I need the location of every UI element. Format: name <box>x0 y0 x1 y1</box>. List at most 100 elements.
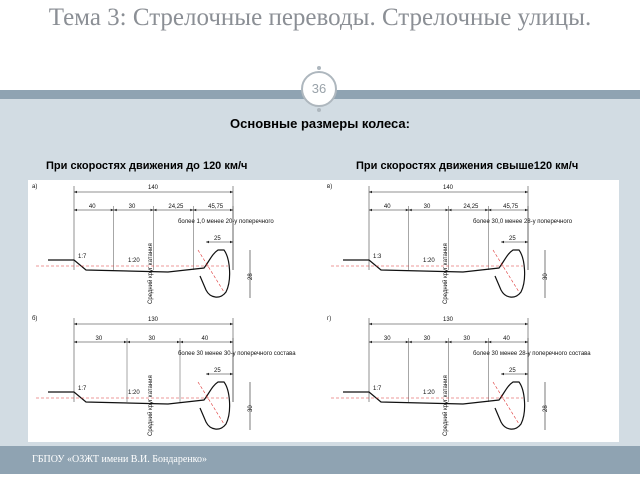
dimension-arrow <box>74 340 77 344</box>
dimension-arrow <box>405 340 409 344</box>
flange-width-dim: 25 <box>509 368 516 374</box>
dimension-segment: 30 <box>424 336 431 342</box>
dimension-arrow <box>501 372 504 376</box>
dimension-arrow <box>485 208 489 212</box>
dimension-arrow <box>448 340 452 344</box>
dimension-arrow <box>408 340 412 344</box>
dimension-segment: 30 <box>384 336 391 342</box>
dimension-segment: 30 <box>96 336 103 342</box>
dimension-arrow <box>488 340 492 344</box>
slope-label-2: 1:20 <box>128 390 140 396</box>
badge-dot-bottom <box>317 108 321 112</box>
dimension-arrow <box>74 208 77 212</box>
dimension-total: 130 <box>148 317 159 323</box>
dimension-segment: 40 <box>503 336 510 342</box>
footer-text: ГБПОУ «ОЗЖТ имени В.И. Бондаренко» <box>32 454 207 465</box>
wheel-profile-diagrams: а) 140 40 30 24,25 45,75 более 1,0 менее 20-у … <box>32 184 591 436</box>
dimension-segment: 30 <box>129 204 136 210</box>
slope-label-1: 1:7 <box>78 386 87 392</box>
caption-left: При скоростях движения до 120 км/ч <box>46 160 248 172</box>
dimension-arrow <box>74 190 77 194</box>
dimension-segment: 24,25 <box>463 204 479 210</box>
construction-line <box>492 381 520 425</box>
dimension-arrow <box>127 340 130 344</box>
dimension-arrow <box>525 322 528 326</box>
dimension-arrow <box>485 340 489 344</box>
dimension-arrow <box>488 208 492 212</box>
panel-letter: а) <box>32 184 37 190</box>
dimension-arrow <box>525 190 528 194</box>
dimension-arrow <box>230 340 233 344</box>
dimension-arrow <box>230 372 233 376</box>
dimension-arrow <box>525 372 528 376</box>
dimension-arrow <box>150 208 154 212</box>
dimension-segment: 30 <box>463 336 470 342</box>
profile-note: более 30 менее 28-у поперечного состава <box>473 351 591 357</box>
wheel-drawings: а) 140 40 30 24,25 45,75 более 1,0 менее 20-у … <box>28 180 619 442</box>
construction-line <box>197 249 225 293</box>
dimension-segment: 30 <box>149 336 156 342</box>
dimension-segment: 30 <box>424 204 431 210</box>
dimension-arrow <box>124 340 127 344</box>
dimension-total: 130 <box>443 317 454 323</box>
wheel-profile-outline <box>48 249 231 298</box>
dimension-arrow <box>445 208 449 212</box>
dimension-arrow <box>230 240 233 244</box>
dimension-arrow <box>501 240 504 244</box>
slope-label-2: 1:20 <box>423 258 435 264</box>
dimension-arrow <box>113 208 117 212</box>
rolling-circle-label: Средний круг катания <box>147 243 154 304</box>
wheel-profile-outline <box>48 381 231 430</box>
flange-width-dim: 25 <box>509 236 516 242</box>
construction-line <box>197 381 225 425</box>
dimension-arrow <box>230 190 233 194</box>
dimension-segment: 24,25 <box>168 204 184 210</box>
panel-letter: г) <box>327 316 331 322</box>
dimension-arrow <box>369 208 372 212</box>
rolling-circle-label: Средний круг катания <box>442 243 449 304</box>
dimension-arrow <box>369 190 372 194</box>
dimension-arrow <box>153 208 157 212</box>
dimension-arrow <box>177 340 180 344</box>
slope-label-1: 1:7 <box>78 254 87 260</box>
dimension-arrow <box>525 240 528 244</box>
height-dim: 30 <box>543 273 549 280</box>
badge-dot-top <box>317 66 321 70</box>
rolling-circle-label: Средний круг катания <box>442 375 449 436</box>
wheel-profile-outline <box>343 249 526 298</box>
dimension-arrow <box>180 340 183 344</box>
slope-label-2: 1:20 <box>423 390 435 396</box>
footer-bar <box>0 446 640 474</box>
profile-note: более 1,0 менее 20-у поперечного <box>178 219 274 225</box>
slope-label-1: 1:7 <box>373 386 382 392</box>
height-dim: 28 <box>248 273 254 280</box>
dimension-arrow <box>408 208 412 212</box>
dimension-arrow <box>230 208 233 212</box>
section-subtitle: Основные размеры колеса: <box>230 116 410 131</box>
construction-line <box>492 249 520 293</box>
dimension-arrow <box>448 208 452 212</box>
profile-note: более 30,0 менее 28-у поперечного <box>473 219 573 225</box>
dimension-segment: 40 <box>384 204 391 210</box>
dimension-segment: 40 <box>202 336 209 342</box>
flange-width-dim: 25 <box>214 368 221 374</box>
profile-note: более 30 менее 30-у поперечного состава <box>178 351 296 357</box>
slide-number-badge: 36 <box>301 71 337 107</box>
dimension-arrow <box>193 208 197 212</box>
dimension-arrow <box>405 208 409 212</box>
dimension-arrow <box>525 208 528 212</box>
height-dim: 30 <box>248 405 254 412</box>
dimension-total: 140 <box>148 185 159 191</box>
dimension-arrow <box>230 322 233 326</box>
dimension-segment: 45,75 <box>503 204 519 210</box>
dimension-segment: 45,75 <box>208 204 224 210</box>
slope-label-2: 1:20 <box>128 258 140 264</box>
rolling-circle-label: Средний круг катания <box>147 375 154 436</box>
dimension-arrow <box>369 340 372 344</box>
dimension-arrow <box>110 208 114 212</box>
caption-right: При скоростях движения свыше120 км/ч <box>356 160 579 172</box>
dimension-arrow <box>74 322 77 326</box>
